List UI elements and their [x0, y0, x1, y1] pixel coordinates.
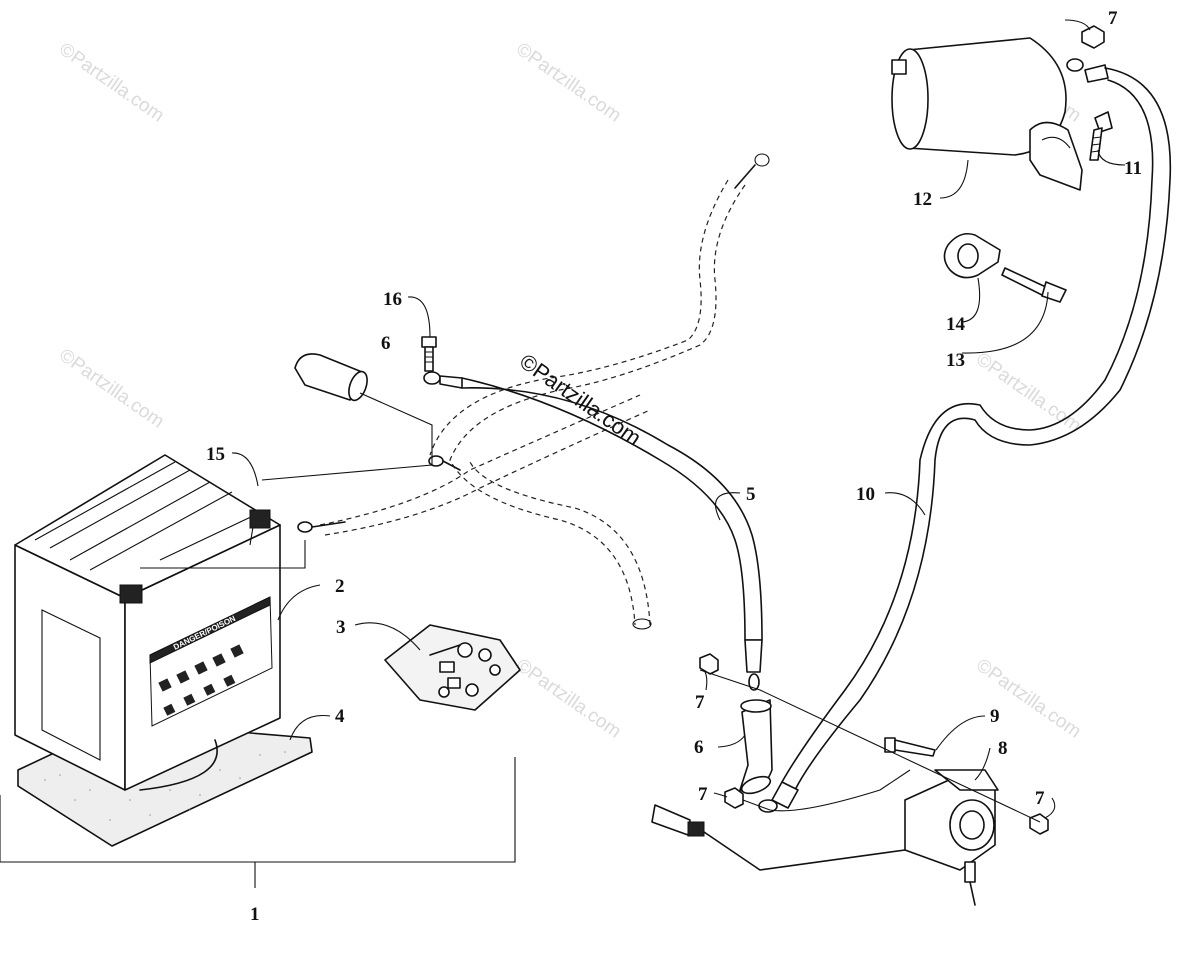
bolt-9	[884, 737, 936, 757]
callout-13: 13	[946, 350, 965, 371]
callout-11: 11	[1124, 158, 1142, 179]
callout-7-top: 7	[1108, 8, 1118, 29]
cable-10	[758, 64, 1172, 813]
bolt-16	[421, 336, 437, 372]
callout-7-bottom: 7	[698, 784, 708, 805]
watermark: ©Partzilla.com	[972, 655, 1085, 743]
watermark: ©Partzilla.com	[972, 349, 1085, 437]
callout-9: 9	[990, 706, 1000, 727]
cable-clamp	[943, 232, 1001, 279]
callout-3: 3	[336, 617, 346, 638]
callout-5: 5	[746, 484, 756, 505]
bolt-13	[1001, 267, 1067, 303]
callout-2: 2	[335, 576, 345, 597]
callout-7-left: 7	[695, 692, 705, 713]
callout-15: 15	[206, 444, 225, 465]
solenoid-connector	[651, 804, 906, 871]
watermark: ©Partzilla.com	[512, 655, 625, 743]
ring-terminals	[297, 455, 461, 533]
starter-motor	[891, 37, 1084, 191]
terminal-boot-upper	[294, 353, 368, 402]
watermark: ©Partzilla.com	[512, 39, 625, 127]
watermark: ©Partzilla.com	[55, 39, 168, 127]
callout-10: 10	[856, 484, 875, 505]
callout-1: 1	[250, 904, 260, 925]
cable-5	[423, 371, 763, 691]
callout-4: 4	[335, 706, 345, 727]
callouts: 1 2 3 4 5 6 6 7 7 7 7 8 9 10 11 12 13 14…	[206, 8, 1142, 925]
callout-12: 12	[913, 189, 932, 210]
terminal-boot-lower	[739, 699, 773, 795]
callout-8: 8	[998, 738, 1008, 759]
callout-7-right: 7	[1035, 788, 1045, 809]
leader-lines	[0, 19, 1126, 888]
nuts-7	[699, 25, 1105, 835]
callout-6-lower: 6	[694, 737, 704, 758]
callout-6-upper: 6	[381, 333, 391, 354]
starter-solenoid	[904, 769, 999, 906]
bolt-11	[1089, 111, 1113, 161]
watermark: ©Partzilla.com	[55, 345, 168, 433]
callout-16: 16	[383, 289, 402, 310]
reference-harness	[319, 153, 770, 630]
callout-14: 14	[946, 314, 966, 335]
hardware-kit	[384, 624, 521, 711]
battery: DANGER/POISON	[14, 454, 281, 791]
